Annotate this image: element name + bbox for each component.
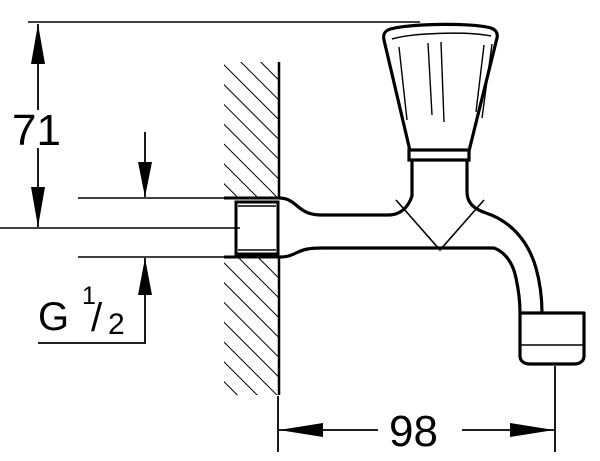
dim-71-value: 71	[12, 106, 61, 155]
wall-hatch-lower	[224, 257, 280, 395]
handle-top-rim-line	[391, 32, 492, 40]
aerator-body-outline	[518, 311, 586, 366]
tap-body	[278, 160, 544, 314]
wall-section	[224, 62, 281, 395]
wall-hatch-upper	[224, 62, 280, 198]
handle-flute-5	[481, 43, 493, 119]
handle-flute-3	[440, 41, 445, 123]
handle	[382, 22, 499, 162]
dim-98-arrowhead-left	[279, 423, 323, 437]
thread-body-outline	[234, 200, 280, 256]
thread-top-leader	[138, 132, 152, 197]
dim-71-arrowhead-up	[31, 24, 45, 64]
thread-label-slash: /	[91, 296, 103, 340]
body-casting-detail-v	[395, 199, 485, 252]
thread-top-leader-arrowhead	[138, 162, 152, 197]
inlet-thread	[0, 197, 280, 258]
thread-callout: G 1 / 2	[38, 258, 152, 344]
body-lower-profile	[278, 246, 522, 314]
handle-flute-2	[427, 42, 433, 116]
thread-label-prefix: G	[38, 295, 69, 339]
handle-flute-1	[398, 46, 408, 121]
dimension-98: 98	[277, 366, 556, 456]
thread-label-denominator: 2	[108, 308, 125, 341]
handle-flute-4	[475, 44, 485, 113]
aerator-outlet	[518, 311, 586, 366]
thread-callout-arrowhead	[138, 258, 152, 295]
dimension-71: 71	[12, 21, 420, 227]
dim-98-value: 98	[389, 407, 438, 456]
handle-base-band	[407, 148, 471, 162]
dim-71-arrowhead-down	[31, 187, 45, 227]
body-upper-profile	[278, 160, 414, 217]
dim-98-arrowhead-right	[510, 423, 554, 437]
thread-label-numerator: 1	[82, 282, 96, 310]
handle-cup-outline	[382, 22, 499, 157]
body-right-profile	[465, 160, 544, 314]
